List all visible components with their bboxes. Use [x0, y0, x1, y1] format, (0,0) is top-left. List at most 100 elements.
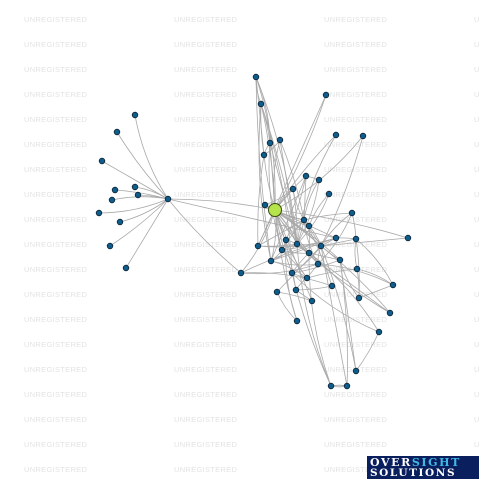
watermark-text: UNREGISTERED — [174, 65, 237, 74]
graph-node[interactable] — [352, 367, 360, 375]
watermark-text: UNREGISTERED — [174, 240, 237, 249]
graph-node[interactable] — [293, 317, 301, 325]
graph-edge — [274, 134, 337, 211]
focus-node[interactable] — [268, 203, 282, 217]
watermark-text: UNREGISTERED — [24, 190, 87, 199]
graph-node[interactable] — [237, 269, 245, 277]
graph-edge — [291, 272, 332, 387]
watermark-text: UNREGISTERED — [324, 465, 387, 474]
graph-node[interactable] — [261, 201, 269, 209]
watermark-text: UNREGISTERED — [324, 165, 387, 174]
graph-node[interactable] — [302, 172, 310, 180]
watermark-text: UNREGISTERED — [174, 390, 237, 399]
graph-node[interactable] — [315, 176, 323, 184]
graph-node[interactable] — [325, 190, 333, 198]
watermark-text: UNREGISTERED — [474, 290, 480, 299]
graph-node[interactable] — [343, 382, 351, 390]
graph-node[interactable] — [108, 196, 116, 204]
graph-node[interactable] — [314, 260, 322, 268]
watermark-text: UNREGISTERED — [174, 315, 237, 324]
graph-node[interactable] — [276, 136, 284, 144]
graph-node[interactable] — [288, 269, 296, 277]
watermark-text: UNREGISTERED — [24, 140, 87, 149]
watermark-text: UNREGISTERED — [24, 90, 87, 99]
graph-edge — [240, 237, 337, 274]
graph-edge — [320, 245, 357, 372]
graph-edge — [296, 243, 332, 387]
watermark-text: UNREGISTERED — [474, 340, 480, 349]
graph-node[interactable] — [332, 234, 340, 242]
graph-node[interactable] — [322, 91, 330, 99]
graph-node[interactable] — [375, 328, 383, 336]
graph-node[interactable] — [359, 132, 367, 140]
graph-node[interactable] — [254, 242, 262, 250]
graph-node[interactable] — [111, 186, 119, 194]
graph-node[interactable] — [328, 282, 336, 290]
graph-node[interactable] — [352, 235, 360, 243]
watermark-text: UNREGISTERED — [24, 215, 87, 224]
graph-node[interactable] — [355, 294, 363, 302]
watermark-text: UNREGISTERED — [474, 65, 480, 74]
graph-node[interactable] — [293, 240, 301, 248]
watermark-text: UNREGISTERED — [474, 390, 480, 399]
graph-node[interactable] — [348, 209, 356, 217]
graph-node[interactable] — [95, 209, 103, 217]
graph-edge — [356, 268, 394, 286]
graph-node[interactable] — [164, 195, 172, 203]
graph-node[interactable] — [327, 382, 335, 390]
watermark-text: UNREGISTERED — [24, 40, 87, 49]
graph-edge — [264, 204, 298, 245]
watermark-text: UNREGISTERED — [324, 390, 387, 399]
watermark-text: UNREGISTERED — [324, 65, 387, 74]
graph-node[interactable] — [252, 73, 260, 81]
watermark-text: UNREGISTERED — [174, 365, 237, 374]
watermark-text: UNREGISTERED — [474, 415, 480, 424]
graph-node[interactable] — [257, 100, 265, 108]
graph-edge — [274, 209, 341, 261]
graph-node[interactable] — [353, 265, 361, 273]
logo-word-solutions: SOLUTIONS — [370, 467, 457, 479]
watermark-text: UNREGISTERED — [324, 415, 387, 424]
graph-node[interactable] — [116, 218, 124, 226]
watermark-text: UNREGISTERED — [24, 115, 87, 124]
graph-node[interactable] — [106, 242, 114, 250]
graph-node[interactable] — [282, 236, 290, 244]
graph-edge — [276, 291, 298, 322]
graph-node[interactable] — [300, 216, 308, 224]
graph-node[interactable] — [404, 234, 412, 242]
graph-node[interactable] — [122, 264, 130, 272]
graph-edge — [274, 135, 364, 211]
graph-node[interactable] — [305, 249, 313, 257]
graph-node[interactable] — [332, 131, 340, 139]
graph-node[interactable] — [292, 286, 300, 294]
graph-node[interactable] — [98, 157, 106, 165]
graph-edge — [270, 260, 308, 279]
watermark-text: UNREGISTERED — [474, 40, 480, 49]
graph-edge — [355, 331, 380, 372]
graph-node[interactable] — [134, 191, 142, 199]
graph-edge — [109, 198, 169, 247]
graph-node[interactable] — [267, 257, 275, 265]
graph-node[interactable] — [308, 297, 316, 305]
watermark-text: UNREGISTERED — [24, 240, 87, 249]
graph-node[interactable] — [303, 274, 311, 282]
graph-node[interactable] — [266, 139, 274, 147]
graph-node[interactable] — [389, 281, 397, 289]
graph-node[interactable] — [317, 242, 325, 250]
graph-node[interactable] — [278, 246, 286, 254]
graph-node[interactable] — [289, 185, 297, 193]
graph-node[interactable] — [336, 256, 344, 264]
graph-edge — [303, 179, 320, 221]
graph-node[interactable] — [273, 288, 281, 296]
watermark-text: UNREGISTERED — [324, 40, 387, 49]
watermark-text: UNREGISTERED — [174, 90, 237, 99]
graph-node[interactable] — [113, 128, 121, 136]
graph-node[interactable] — [305, 222, 313, 230]
graph-edge — [303, 175, 307, 221]
graph-node[interactable] — [131, 183, 139, 191]
graph-edge — [101, 160, 169, 200]
graph-node[interactable] — [131, 111, 139, 119]
watermark-text: UNREGISTERED — [174, 215, 237, 224]
graph-node[interactable] — [260, 151, 268, 159]
graph-node[interactable] — [386, 309, 394, 317]
